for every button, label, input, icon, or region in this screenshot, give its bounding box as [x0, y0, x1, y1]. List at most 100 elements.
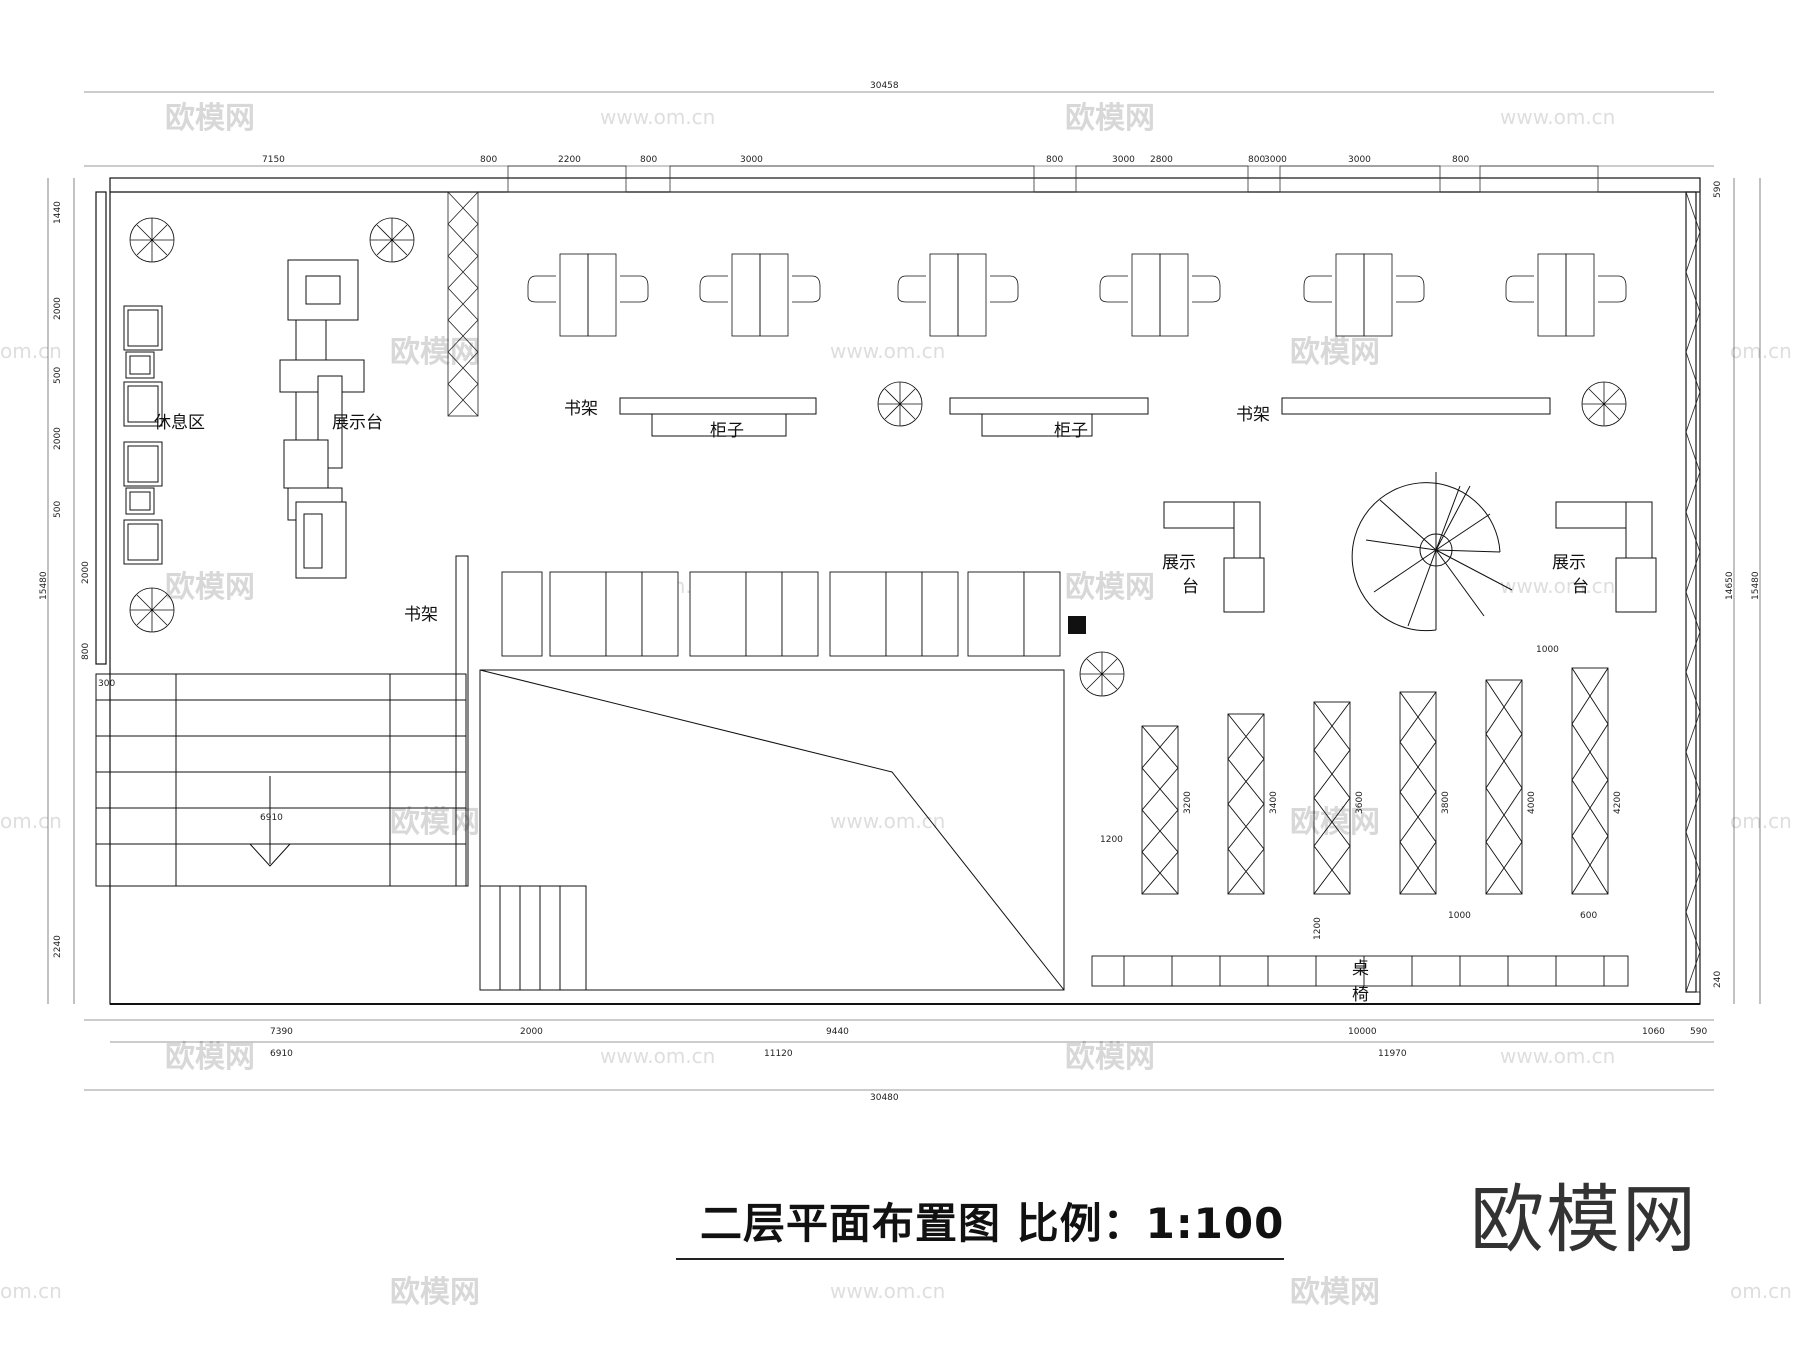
- label-shelf-mid: 书架: [404, 605, 438, 625]
- dim-bottom-6: 590: [1690, 1027, 1707, 1037]
- shelf-right-wall: [1685, 191, 1701, 993]
- plant-icons: [129, 217, 1627, 697]
- dim-top-6: 800: [1046, 155, 1063, 165]
- label-display-right-1: 展示: [1552, 553, 1586, 573]
- watermark-url: om.cn: [0, 1279, 62, 1303]
- dim-shelf-5: 4000: [1527, 791, 1537, 814]
- dim-right-bottom: 240: [1713, 971, 1723, 988]
- shelves-and-cabinets: [619, 397, 1551, 437]
- dim-shelf-width: 600: [1580, 911, 1597, 921]
- dim-shelf-2: 3400: [1269, 791, 1279, 814]
- dim-right-top: 590: [1713, 181, 1723, 198]
- desk-groups: [527, 253, 1627, 337]
- watermark-url: www.om.cn: [1500, 1044, 1615, 1068]
- main-staircase: [95, 555, 469, 887]
- label-display-mid-2: 台: [1182, 577, 1199, 597]
- dim-overall-bottom: 30480: [870, 1093, 899, 1103]
- dim-bottom2-2: 11120: [764, 1049, 793, 1059]
- watermark-url: www.om.cn: [600, 1044, 715, 1068]
- watermark-url: www.om.cn: [600, 105, 715, 129]
- dim-top-9: 800: [1248, 155, 1265, 165]
- dim-bottom-5: 1060: [1642, 1027, 1665, 1037]
- dim-bottom-1: 7390: [270, 1027, 293, 1037]
- dim-left-8: 300: [98, 679, 115, 689]
- watermark-brand: 欧模网: [390, 335, 480, 370]
- room-labels: 休息区 展示台 书架 柜子 柜子 书架 书架 展示 台 展示 台 桌 椅: [154, 399, 1589, 1005]
- dim-bottom-2: 2000: [520, 1027, 543, 1037]
- drawing-title: 二层平面布置图 比例：1:100: [700, 1199, 1285, 1248]
- label-display-left: 展示台: [332, 413, 383, 433]
- dim-shelf-1: 3200: [1183, 791, 1193, 814]
- label-shelf-top-right: 书架: [1236, 405, 1270, 425]
- windows: [507, 165, 1599, 193]
- dim-top-5: 3000: [740, 155, 763, 165]
- dim-left-9: 2240: [53, 935, 63, 958]
- dim-top-4: 800: [640, 155, 657, 165]
- dimension-text: 30458 7150 800 2200 800 3000 800 3000 28…: [39, 81, 1761, 1103]
- watermark-url: om.cn: [0, 809, 62, 833]
- dim-left-2: 2000: [53, 297, 63, 320]
- watermark-url: om.cn: [1730, 1279, 1792, 1303]
- dim-top-1: 7150: [262, 155, 285, 165]
- watermark-brand: 欧模网: [390, 1275, 480, 1310]
- watermark-brand: 欧模网: [1065, 101, 1155, 136]
- watermark-url: www.om.cn: [830, 1279, 945, 1303]
- watermark-layer: 欧模网 www.om.cn 欧模网 www.om.cn 欧模网 www.om.c…: [0, 101, 1792, 1310]
- watermark-brand: 欧模网: [165, 101, 255, 136]
- sofa-seats: [123, 305, 163, 565]
- dim-top-11: 3000: [1348, 155, 1371, 165]
- label-display-right-2: 台: [1572, 577, 1589, 597]
- dim-shelf-3: 3600: [1355, 791, 1365, 814]
- dim-shelf-gap-left: 1200: [1100, 835, 1123, 845]
- label-rest-area: 休息区: [154, 413, 205, 433]
- watermark-brand: 欧模网: [1290, 1275, 1380, 1310]
- dim-left-4: 2000: [53, 427, 63, 450]
- dim-left-7: 800: [81, 643, 91, 660]
- dim-left-1: 1440: [53, 201, 63, 224]
- shelf-top-left: [447, 191, 479, 417]
- dim-left-6: 2000: [81, 561, 91, 584]
- dim-bottom2-3: 11970: [1378, 1049, 1407, 1059]
- label-cabinet-2: 柜子: [1054, 421, 1088, 441]
- dim-right-inner: 14650: [1725, 571, 1735, 600]
- dim-top-8: 2800: [1150, 155, 1173, 165]
- table-chairs-row: [1091, 955, 1629, 987]
- dim-shelf-spacing-top: 1000: [1536, 645, 1559, 655]
- brand-logo: 欧模网: [1470, 1177, 1698, 1263]
- watermark-brand: 欧模网: [165, 1040, 255, 1075]
- dim-bottom-3: 9440: [826, 1027, 849, 1037]
- dim-top-12: 800: [1452, 155, 1469, 165]
- dim-shelf-4: 3800: [1441, 791, 1451, 814]
- watermark-brand: 欧模网: [1065, 1040, 1155, 1075]
- watermark-url: www.om.cn: [1500, 105, 1615, 129]
- watermark-url: www.om.cn: [830, 339, 945, 363]
- dim-overall-top: 30458: [870, 81, 899, 91]
- dimension-lines: [47, 91, 1761, 1091]
- label-cabinet-1: 柜子: [710, 421, 744, 441]
- watermark-url: om.cn: [0, 339, 62, 363]
- dim-shelf-gap-vertical: 1200: [1313, 917, 1323, 940]
- label-shelf-top-left: 书架: [564, 399, 598, 419]
- watermark-url: om.cn: [1730, 809, 1792, 833]
- dim-top-2: 800: [480, 155, 497, 165]
- dim-left-5: 500: [53, 501, 63, 518]
- title-underline: [676, 1258, 1284, 1260]
- column-marker: [1068, 616, 1086, 634]
- watermark-brand: 欧模网: [1065, 570, 1155, 605]
- display-stand-mid: [1163, 501, 1265, 613]
- watermark-brand: 欧模网: [1290, 335, 1380, 370]
- shelf-columns: [1141, 667, 1609, 895]
- display-stand-right: [1555, 501, 1657, 613]
- watermark-url: www.om.cn: [1500, 574, 1615, 598]
- label-display-mid-1: 展示: [1162, 553, 1196, 573]
- dim-top-10: 3000: [1264, 155, 1287, 165]
- void-opening: [479, 669, 1065, 991]
- dim-top-7: 3000: [1112, 155, 1135, 165]
- dim-right-total: 15480: [1751, 571, 1761, 600]
- dim-stair-width: 6910: [260, 813, 283, 823]
- dim-left-total: 15480: [39, 571, 49, 600]
- display-stand-left: [279, 259, 365, 579]
- dim-bottom-4: 10000: [1348, 1027, 1377, 1037]
- watermark-url: om.cn: [1730, 339, 1792, 363]
